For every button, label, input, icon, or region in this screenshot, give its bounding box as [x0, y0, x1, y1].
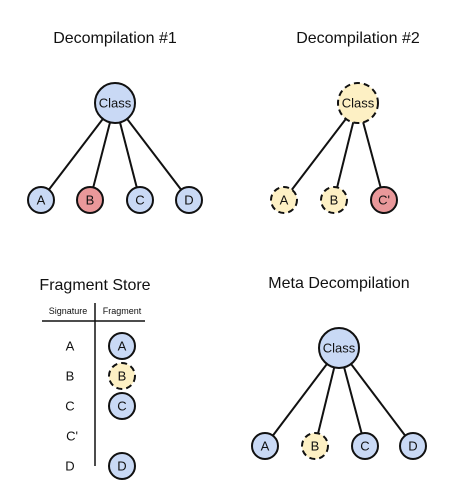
- decompilation-1-title: Decompilation #1: [53, 30, 177, 47]
- class-node-label: Class: [99, 96, 132, 111]
- node-circle: [399, 432, 427, 460]
- node-circle: [108, 362, 136, 390]
- fragment-node-a: A: [108, 332, 136, 360]
- fragment-node-c: C: [126, 186, 154, 214]
- node-label: B: [86, 193, 95, 208]
- meta-decompilation-title: Meta Decompilation: [268, 275, 409, 292]
- node-label: B: [311, 439, 320, 454]
- node-circle: [370, 186, 398, 214]
- class-node-circle: [318, 327, 360, 369]
- node-label: B: [118, 369, 127, 384]
- node-circle: [320, 186, 348, 214]
- fragment-node-c-prime: C': [370, 186, 398, 214]
- node-circle: [251, 432, 279, 460]
- store-row: B B: [66, 362, 136, 390]
- fragment-column-header: Fragment: [103, 306, 142, 316]
- node-circle: [301, 432, 329, 460]
- fragment-node-b: B: [320, 186, 348, 214]
- fragment-node-d: D: [175, 186, 203, 214]
- class-node-circle: [94, 82, 136, 124]
- fragment-store-panel: Fragment Store Signature Fragment A A B …: [39, 277, 151, 480]
- node-circle: [351, 432, 379, 460]
- class-node-circle: [337, 82, 379, 124]
- node-label: A: [280, 193, 289, 208]
- node-label: D: [408, 439, 417, 454]
- signature-label: B: [66, 369, 75, 384]
- class-node: Class: [94, 82, 136, 124]
- class-node-label: Class: [323, 341, 356, 356]
- node-label: D: [184, 193, 193, 208]
- fragment-node-c: C: [108, 392, 136, 420]
- store-row: C': [66, 429, 78, 444]
- node-label: A: [37, 193, 46, 208]
- node-circle: [175, 186, 203, 214]
- signature-column-header: Signature: [49, 306, 88, 316]
- class-node-label: Class: [342, 96, 375, 111]
- node-circle: [76, 186, 104, 214]
- node-label: C: [135, 193, 144, 208]
- node-circle: [270, 186, 298, 214]
- node-label: C': [378, 193, 390, 208]
- node-label: A: [118, 339, 127, 354]
- signature-label: A: [66, 339, 75, 354]
- decompilation-2-panel: Decompilation #2 Class A B C': [270, 30, 420, 214]
- fragment-node-b: B: [301, 432, 329, 460]
- node-label: C: [360, 439, 369, 454]
- signature-label: C': [66, 429, 78, 444]
- fragment-node-a: A: [27, 186, 55, 214]
- decompilation-1-panel: Decompilation #1 Class A B C D: [27, 30, 203, 214]
- fragment-node-a: A: [251, 432, 279, 460]
- node-circle: [108, 332, 136, 360]
- meta-decompilation-panel: Meta Decompilation Class A B C D: [251, 275, 427, 460]
- fragment-node-a: A: [270, 186, 298, 214]
- node-label: C: [117, 399, 126, 414]
- node-circle: [108, 452, 136, 480]
- fragment-node-c: C: [351, 432, 379, 460]
- node-circle: [27, 186, 55, 214]
- store-row: C C: [65, 392, 136, 420]
- fragment-node-b: B: [108, 362, 136, 390]
- signature-label: C: [65, 399, 74, 414]
- fragment-store-title: Fragment Store: [39, 277, 150, 294]
- node-circle: [108, 392, 136, 420]
- class-node: Class: [337, 82, 379, 124]
- fragment-node-d: D: [399, 432, 427, 460]
- node-label: B: [330, 193, 339, 208]
- class-node: Class: [318, 327, 360, 369]
- node-label: A: [261, 439, 270, 454]
- fragment-node-d: D: [108, 452, 136, 480]
- store-row: D D: [65, 452, 136, 480]
- node-label: D: [117, 459, 126, 474]
- store-row: A A: [66, 332, 136, 360]
- decompilation-2-title: Decompilation #2: [296, 30, 420, 47]
- fragment-node-b: B: [76, 186, 104, 214]
- signature-label: D: [65, 459, 74, 474]
- node-circle: [126, 186, 154, 214]
